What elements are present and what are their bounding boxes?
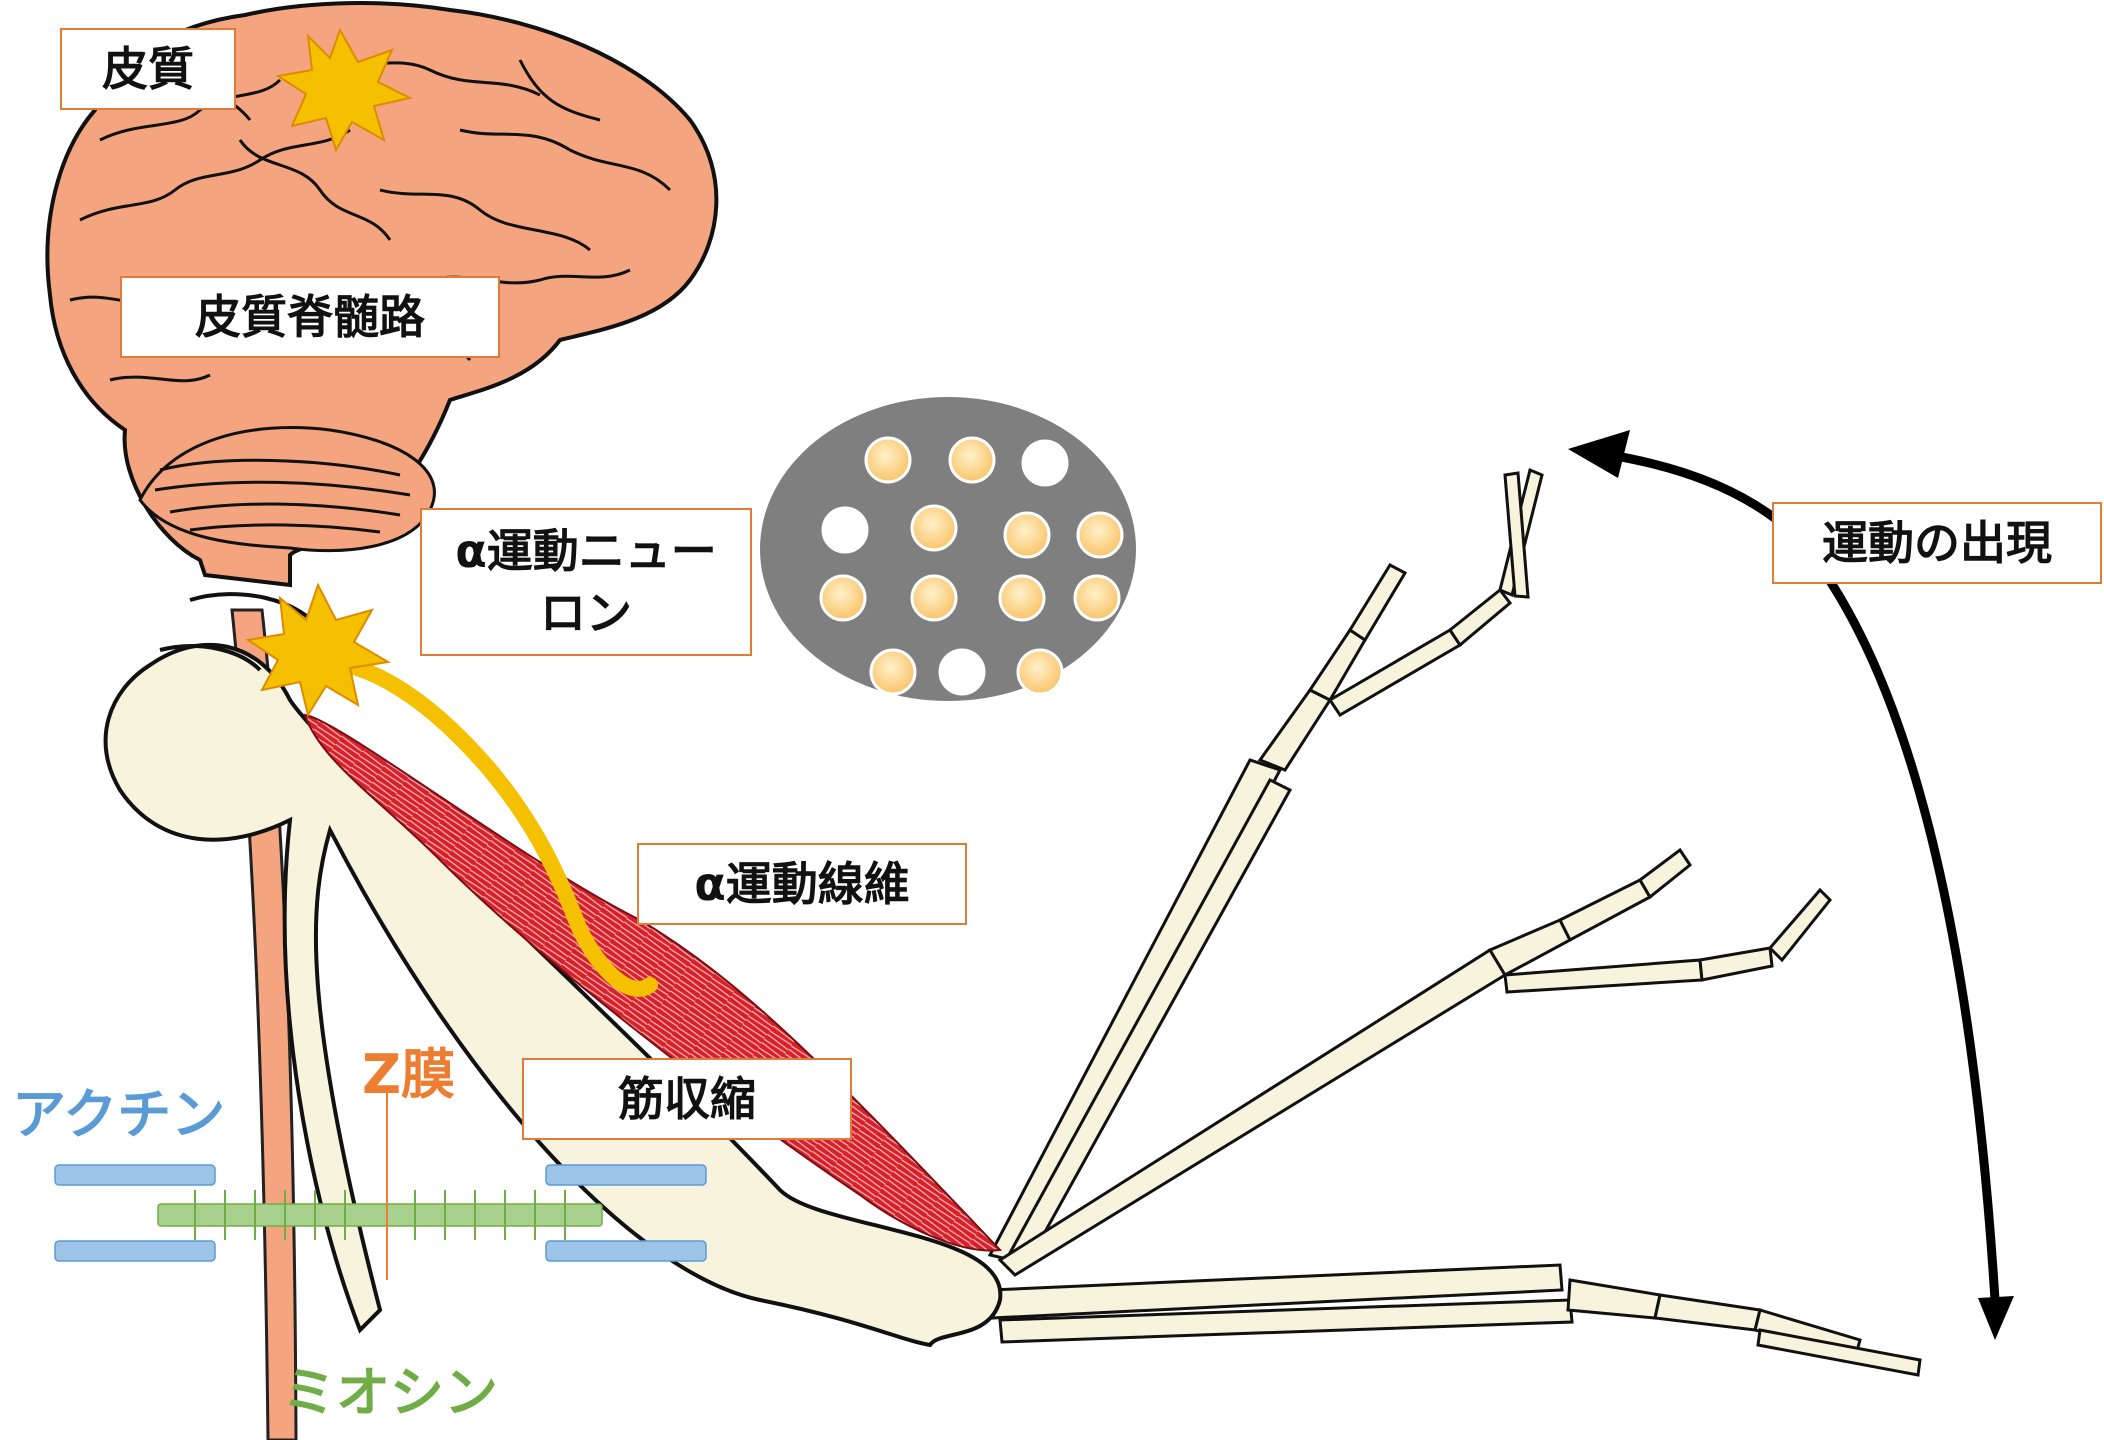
label-cortex: 皮質 (60, 28, 236, 110)
upper-arm-skeleton (106, 594, 1001, 1345)
label-movement-appearance: 運動の出現 (1772, 502, 2102, 584)
muscle-fiber-active (1005, 513, 1049, 557)
muscle-fiber-inactive (940, 650, 984, 694)
label-z-membrane: Z膜 (362, 1030, 455, 1109)
label-corticospinal-tract: 皮質脊髄路 (120, 276, 500, 358)
actin-filament (546, 1241, 706, 1261)
forearm-positions (990, 470, 1920, 1375)
muscle-fiber-active (1018, 650, 1062, 694)
muscle-fiber-active (1075, 576, 1119, 620)
muscle-fiber-active (1000, 576, 1044, 620)
muscle-fiber-active (1078, 513, 1122, 557)
label-alpha-motor-fiber: α運動線維 (637, 843, 967, 925)
actin-filament (546, 1165, 706, 1185)
muscle-fiber-inactive (1023, 441, 1067, 485)
label-muscle-contraction: 筋収縮 (522, 1058, 852, 1140)
motor-unit-cross-section (760, 397, 1136, 701)
label-actin: アクチン (12, 1070, 225, 1149)
actin-filament (55, 1241, 215, 1261)
muscle-fiber-active (866, 438, 910, 482)
label-alpha-motor-neuron: α運動ニューロン (420, 508, 752, 656)
muscle-fiber-active (821, 576, 865, 620)
label-myosin: ミオシン (282, 1348, 498, 1427)
muscle-fiber-active (950, 438, 994, 482)
actin-filament (55, 1165, 215, 1185)
muscle-fiber-active (912, 576, 956, 620)
muscle-fiber-active (871, 650, 915, 694)
muscle-fiber-inactive (823, 508, 867, 552)
muscle-fiber-active (912, 506, 956, 550)
